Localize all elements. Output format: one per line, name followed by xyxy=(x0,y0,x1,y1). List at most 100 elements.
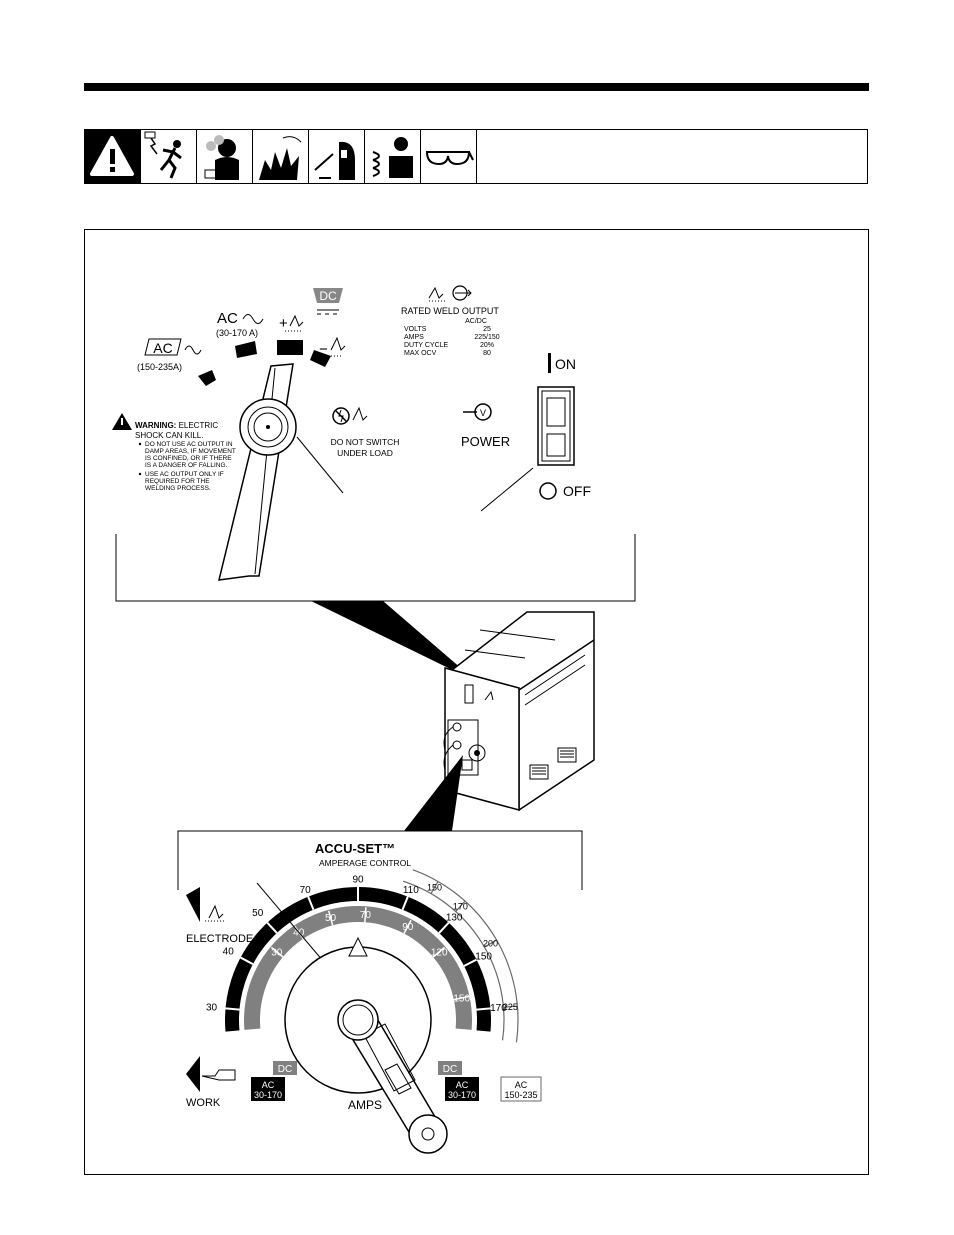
inner-scale-label: 30 xyxy=(271,947,283,958)
ac-high-tag-line1: AC xyxy=(515,1080,528,1090)
scale-tick xyxy=(270,946,284,958)
ac-low-tag-left-line2: 30-170 xyxy=(254,1090,282,1100)
scale-tick xyxy=(438,922,450,934)
power-off-icon xyxy=(539,482,557,500)
inner-scale-label: 70 xyxy=(360,910,372,921)
dial-pointer xyxy=(348,936,368,957)
zoom-wedge-lower xyxy=(404,755,463,831)
electrode-label: ELECTRODE xyxy=(186,933,253,945)
power-switch-panel: ON V POWER OFF xyxy=(461,353,591,500)
dc-tag-right-text: DC xyxy=(443,1064,457,1075)
explosion-icon xyxy=(253,130,309,183)
top-rule xyxy=(84,83,869,91)
warning-bullet-1-line2: DAMP AREAS, IF MOVEMENT xyxy=(145,448,236,455)
rated-row-volts-label: VOLTS xyxy=(404,326,427,333)
welder-machine xyxy=(443,611,595,812)
dcen-sign: − xyxy=(319,341,328,358)
inner-scale-band xyxy=(244,906,472,1030)
ac-high-scale-label: 170 xyxy=(453,901,468,911)
rated-output-column-header: AC/DC xyxy=(465,318,487,325)
scale-tick xyxy=(307,896,315,911)
ac-low-range: (30-170 A) xyxy=(216,328,258,338)
power-off-label: OFF xyxy=(563,483,591,499)
scale-tick xyxy=(463,958,477,967)
ac-low-tag-left-line1: AC xyxy=(262,1080,275,1090)
no-switch-icon xyxy=(332,407,350,425)
warning-bullet-2-line1: USE AC OUTPUT ONLY IF xyxy=(145,471,224,478)
warning-label-line2: SHOCK CAN KILL. xyxy=(135,431,203,440)
power-label: POWER xyxy=(461,434,510,449)
leader-line-switch xyxy=(480,467,534,512)
scale-tick xyxy=(432,946,446,958)
selector-position-ac-low xyxy=(235,341,257,358)
accu-set-title: ACCU-SET™ xyxy=(315,841,395,856)
range-selector: AC (150-235A) AC (30-170 A) + DC − xyxy=(137,288,346,581)
power-on-label: ON xyxy=(555,356,576,372)
ac-low-tag-left xyxy=(251,1077,285,1101)
rated-row-ocv-label: MAX OCV xyxy=(404,350,437,357)
no-switch-under-load-label: DO NOT SWITCH UNDER LOAD xyxy=(331,406,400,458)
ac-high-scale-label: 150 xyxy=(427,883,442,893)
outer-scale-label: 30 xyxy=(206,1003,218,1014)
warning-bullet-2-line2: REQUIRED FOR THE xyxy=(145,478,210,485)
outer-scale-label: 50 xyxy=(252,908,264,919)
selector-position-dcep xyxy=(277,340,303,355)
upper-panel-frame xyxy=(115,534,636,602)
dc-label: DC xyxy=(319,289,337,303)
safety-symbol-strip xyxy=(84,129,868,184)
ac-high-scale-label: 200 xyxy=(483,939,498,949)
work-label: WORK xyxy=(186,1097,221,1109)
inner-scale-label: 90 xyxy=(402,922,414,933)
scale-tick xyxy=(503,1005,518,1008)
scale-tick xyxy=(455,900,466,912)
selector-handle[interactable] xyxy=(218,363,294,581)
dcep-sign: + xyxy=(279,315,288,332)
inner-scale-label: 50 xyxy=(325,913,337,924)
warning-bullet-2-line3: WELDING PROCESS. xyxy=(145,485,211,492)
dc-tag-left xyxy=(273,1061,297,1075)
scale-tick xyxy=(364,907,367,923)
ac-low-label: AC xyxy=(217,310,238,327)
warning-text-area xyxy=(477,130,867,183)
shock-warning-label: WARNING: ELECTRIC SHOCK CAN KILL. DO NOT… xyxy=(112,413,236,492)
ac-low-tag-right xyxy=(445,1077,479,1101)
electric-shock-icon xyxy=(141,130,197,183)
ac-low-tag-right-line2: 30-170 xyxy=(448,1090,476,1100)
scale-tick xyxy=(403,919,412,934)
warning-label-title: WARNING: xyxy=(135,421,176,430)
outer-scale-label: 40 xyxy=(223,946,235,957)
svg-text:WARNING: ELECTRIC: WARNING: ELECTRIC xyxy=(135,421,218,430)
ac-high-tag-line2: 150-235 xyxy=(504,1090,537,1100)
electrode-arrow-icon xyxy=(186,887,200,922)
rated-row-ocv-value: 80 xyxy=(483,350,491,357)
arc-ray-icon xyxy=(309,130,365,183)
scale-tick xyxy=(476,1007,491,1011)
scale-tick xyxy=(240,956,254,966)
rated-output-title: RATED WELD OUTPUT xyxy=(401,306,499,316)
ac-high-tag xyxy=(500,1076,542,1102)
accu-set-panel: ACCU-SET™ AMPERAGE CONTROL ELECTRODE WOR… xyxy=(186,841,542,1154)
scale-tick xyxy=(225,1007,240,1011)
ac-high-label: AC xyxy=(153,340,172,356)
no-switch-line1: DO NOT SWITCH xyxy=(331,437,400,447)
outer-scale-label: 150 xyxy=(475,951,492,962)
ac-low-tag-right-line1: AC xyxy=(456,1080,469,1090)
outer-scale-label: 90 xyxy=(352,875,364,886)
scale-tick xyxy=(401,896,409,911)
work-arrow-icon xyxy=(186,1056,200,1092)
scale-tick xyxy=(430,881,439,894)
scale-tick xyxy=(328,910,334,926)
dc-tag-left-text: DC xyxy=(278,1064,292,1075)
selector-position-dcen xyxy=(310,350,331,367)
selector-position-ac-high xyxy=(198,370,216,386)
ac-high-scale-label: 225 xyxy=(503,1002,518,1012)
leader-line-selector xyxy=(296,436,344,494)
crank-handle[interactable] xyxy=(408,1114,448,1154)
rated-weld-output-label: RATED WELD OUTPUT AC/DC VOLTS 25 AMPS 22… xyxy=(401,285,500,357)
rated-row-amps-value: 225/150 xyxy=(474,334,499,341)
controls-illustration: AC (150-235A) AC (30-170 A) + DC − WARNI… xyxy=(112,285,636,1154)
rated-row-amps-label: AMPS xyxy=(404,334,424,341)
warning-bullet-1-line4: IS A DANGER OF FALLING. xyxy=(145,462,228,469)
no-switch-line2: UNDER LOAD xyxy=(337,448,393,458)
